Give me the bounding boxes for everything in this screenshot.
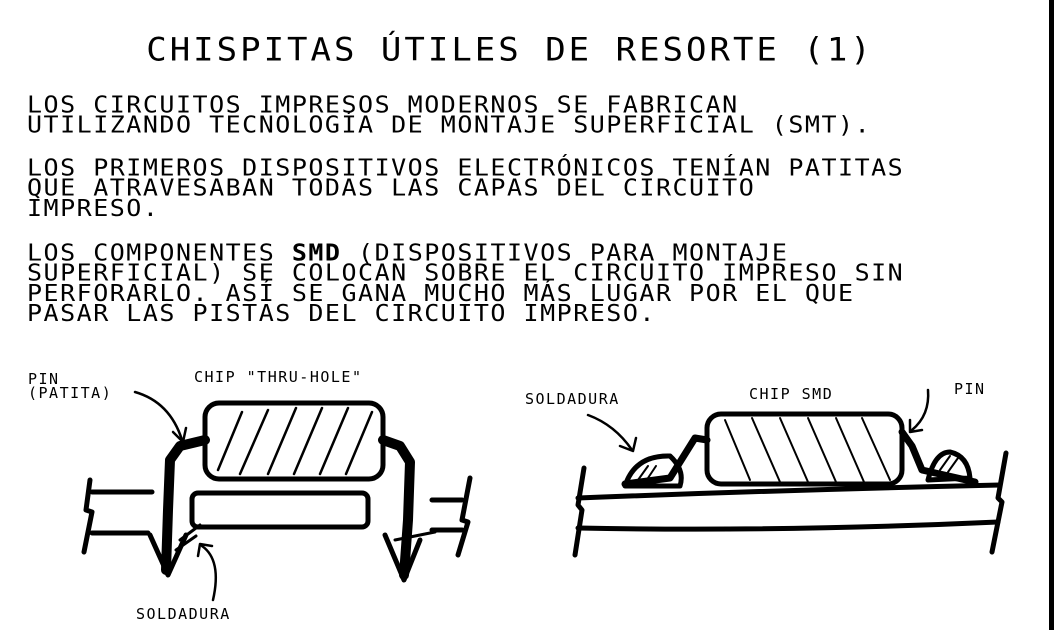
paragraph-prefix: LOS COMPONENTES — [27, 239, 292, 266]
paragraph-suffix: (DISPOSITIVOS PARA MONTAJE — [341, 239, 789, 266]
paragraph-line: LOS COMPONENTES SMD (DISPOSITIVOS PARA M… — [27, 241, 1027, 264]
pin-label: PIN — [28, 370, 60, 388]
paragraph-smd: LOS COMPONENTES SMD (DISPOSITIVOS PARA M… — [27, 241, 1027, 327]
paragraph-line: PASAR LAS PISTAS DEL CIRCUITO IMPRESO. — [27, 300, 656, 327]
smd-solder-label: SOLDADURA — [525, 390, 620, 408]
paragraph-thru-hole: LOS PRIMEROS DISPOSITIVOS ELECTRÓNICOS T… — [27, 154, 1027, 222]
pin-patita-label: (PATITA) — [28, 384, 113, 402]
smd-term: SMD — [291, 239, 342, 266]
paragraph-line: PERFORARLO. ASÍ SE GANA MUCHO MÁS LUGAR … — [27, 279, 855, 307]
solder-label: SOLDADURA — [136, 605, 231, 623]
paragraph-line: LOS PRIMEROS DISPOSITIVOS ELECTRÓNICOS T… — [27, 154, 905, 181]
paragraph-line: QUE ATRAVESABAN TODAS LAS CAPAS DEL CIRC… — [27, 174, 756, 202]
paragraph-line: SUPERFICIAL) SE COLOCAN SOBRE EL CIRCUIT… — [27, 259, 905, 287]
paragraph-line: LOS CIRCUITOS IMPRESOS MODERNOS SE FABRI… — [27, 91, 739, 118]
chip-smd-label: CHIP SMD — [749, 385, 834, 403]
right-margin — [1054, 0, 1062, 630]
paragraph-line: IMPRESO. — [27, 194, 160, 222]
chip-thru-hole-label: CHIP "THRU-HOLE" — [194, 368, 363, 386]
right-border — [1049, 0, 1054, 630]
paragraph-smt: LOS CIRCUITOS IMPRESOS MODERNOS SE FABRI… — [27, 91, 1027, 139]
paragraph-line: UTILIZANDO TECNOLOGÍA DE MONTAJE SUPERFI… — [27, 111, 872, 139]
smd-pin-label: PIN — [954, 380, 986, 398]
page-title: CHISPITAS ÚTILES DE RESORTE (1) — [146, 31, 874, 69]
